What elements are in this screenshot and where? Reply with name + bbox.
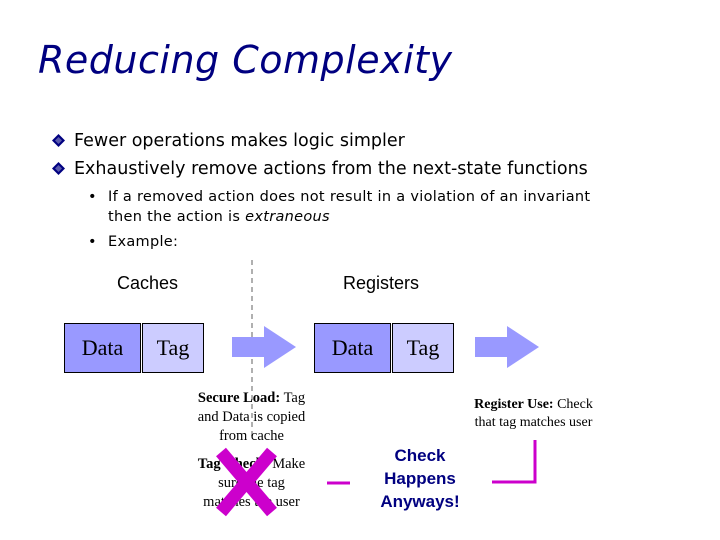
check-happens-note: Check Happens Anyways! xyxy=(360,444,480,513)
register-use-text: Register Use: Check that tag matches use… xyxy=(456,396,611,432)
sub-bullet-item: • If a removed action does not result in … xyxy=(88,189,590,205)
sub-bullet-continuation: then the action is extraneous xyxy=(108,209,330,225)
register-tag-box: Tag xyxy=(392,323,454,373)
emphasis-text: extraneous xyxy=(245,209,330,225)
cache-tag-box: Tag xyxy=(142,323,204,373)
bullet-text: Exhaustively remove actions from the nex… xyxy=(74,159,588,179)
secure-load-text: Secure Load: Tag and Data is copied from… xyxy=(185,389,318,446)
slide-title: Reducing Complexity xyxy=(38,38,453,82)
secure-load-line: from cache xyxy=(219,428,284,444)
tag-check-line: Make xyxy=(268,456,306,472)
diamond-bullet-icon xyxy=(52,134,65,147)
connector-elbow xyxy=(492,440,537,484)
sub-bullet-text: If a removed action does not result in a… xyxy=(108,189,591,205)
caches-label: Caches xyxy=(117,273,179,293)
check-happens-line: Anyways! xyxy=(380,492,460,511)
bullet-item: Fewer operations makes logic simpler xyxy=(52,131,405,151)
secure-load-line: Tag xyxy=(280,390,306,406)
sub-bullet-dot: • xyxy=(88,234,97,250)
check-happens-line: Check xyxy=(394,446,446,465)
register-use-line: Check xyxy=(553,397,593,412)
cache-data-box: Data xyxy=(64,323,141,373)
register-data-box: Data xyxy=(314,323,391,373)
registers-label: Registers xyxy=(343,273,420,293)
sub-bullet-text: then the action is xyxy=(108,209,246,225)
diamond-bullet-icon xyxy=(52,162,65,175)
arrow-right-icon xyxy=(475,326,539,368)
register-use-line: that tag matches user xyxy=(474,415,593,430)
secure-load-heading: Secure Load: xyxy=(197,390,281,406)
arrow-right-icon xyxy=(232,326,296,368)
check-happens-line: Happens xyxy=(384,469,456,488)
sub-bullet-dot: • xyxy=(88,189,97,205)
sub-bullet-text: Example: xyxy=(108,234,179,250)
secure-load-line: and Data is copied xyxy=(197,409,306,425)
bullet-item: Exhaustively remove actions from the nex… xyxy=(52,159,588,179)
bullet-text: Fewer operations makes logic simpler xyxy=(74,131,405,151)
sub-bullet-item: • Example: xyxy=(88,234,178,250)
register-use-heading: Register Use: xyxy=(474,397,554,412)
cross-out-icon xyxy=(216,447,277,517)
